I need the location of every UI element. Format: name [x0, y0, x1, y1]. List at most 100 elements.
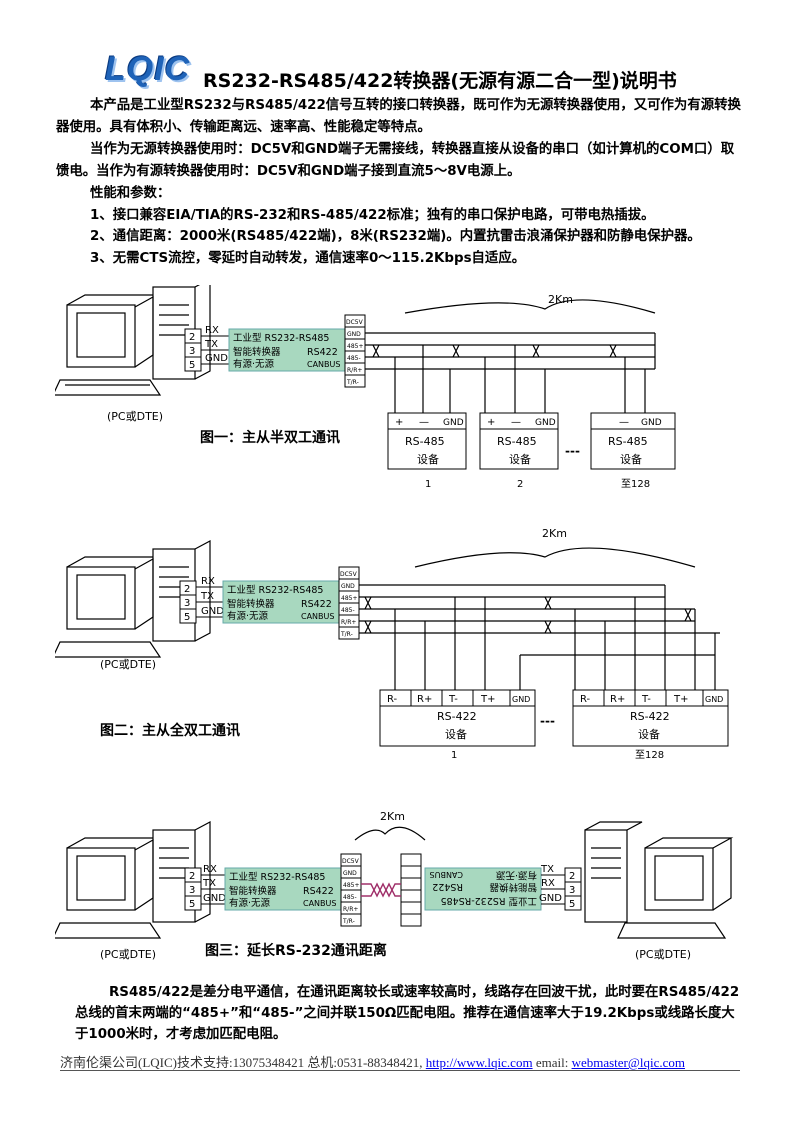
twisted-pair-cable: [361, 882, 401, 898]
converter-right-line-3: RS422: [432, 881, 463, 892]
left-terminal-gnd: GND: [343, 870, 357, 877]
footer-divider: [60, 1070, 740, 1071]
signal-tx: TX: [204, 339, 218, 350]
dev2-label: 设备: [638, 727, 660, 741]
pin-3: 3: [189, 346, 195, 357]
spec-item-2: 2、通信距离：2000米(RS485/422端)，8米(RS232端)。内置抗雷…: [90, 229, 701, 244]
converter-line-2: 智能转换器: [233, 346, 281, 358]
performance-heading: 性能和参数：: [90, 186, 171, 201]
terminal-tr: T/R-: [340, 631, 353, 638]
intro-paragraph-2: 当作为无源转换器使用时：DC5V和GND端子无需接线，转换器直接从设备的串口（如…: [56, 142, 735, 179]
distance-label: 2Km: [548, 293, 573, 306]
terminal-rr: R/R+: [347, 367, 362, 374]
left-terminal-dc5v: DC5V: [342, 858, 360, 865]
footer: 济南伦渠公司(LQIC)技术支持:13075348421 总机:0531-883…: [60, 1052, 685, 1071]
footer-website-link[interactable]: http://www.lqic.com: [425, 1055, 533, 1070]
terminal-gnd: GND: [341, 583, 355, 590]
converter-line-4: 有源·无源: [233, 358, 275, 370]
dev2-r-minus: R-: [580, 694, 591, 705]
device1-pin-minus: —: [419, 417, 429, 428]
terminal-tr: T/R-: [346, 379, 359, 386]
signal-gnd: GND: [205, 353, 228, 364]
device1-pin-gnd: GND: [443, 418, 464, 428]
dev1-r-plus: R+: [417, 694, 432, 705]
footer-email-link[interactable]: webmaster@lqic.com: [571, 1055, 685, 1070]
right-pin-2: 2: [569, 871, 575, 882]
pin-5: 5: [184, 612, 190, 623]
converter-box: [228, 328, 346, 372]
right-pin-5: 5: [569, 899, 575, 910]
converter-right-line-5: CANBUS: [430, 870, 463, 879]
device1-label: 设备: [417, 452, 439, 466]
terminal-485p: 485+: [347, 343, 363, 350]
pc-label: (PC或DTE): [107, 410, 163, 423]
pin-2: 2: [184, 584, 190, 595]
converter-line-5: CANBUS: [307, 360, 340, 369]
converter-line-3: RS422: [307, 347, 338, 358]
converter-line-4: 有源·无源: [227, 610, 269, 622]
diagram-full-duplex: (PC或DTE) 2 3 5 RX TX GND 工业型 RS232-RS485…: [55, 527, 729, 761]
terminal-485p: 485+: [341, 595, 357, 602]
dev2-gnd: GND: [705, 695, 723, 704]
dev2-name: RS-422: [630, 710, 670, 723]
dev1-name: RS-422: [437, 710, 477, 723]
converter-line-1: 工业型 RS232-RS485: [227, 585, 323, 596]
dev1-r-minus: R-: [387, 694, 398, 705]
footer-email-label: email:: [535, 1055, 569, 1070]
dev2-t-minus: T-: [641, 694, 651, 705]
termination-note: RS485/422是差分电平通信，在通讯距离较长或速率较高时，线路存在回波干扰，…: [75, 982, 745, 1045]
left-signal-rx: RX: [203, 864, 217, 875]
left-terminal-tr: T/R-: [342, 918, 355, 925]
terminal-dc5v: DC5V: [346, 319, 364, 326]
diagram2-caption: 图二：主从全双工通讯: [100, 722, 240, 739]
pc-left-icon: [55, 821, 211, 939]
spec-item-1: 1、接口兼容EIA/TIA的RS-232和RS-485/422标准；独有的串口保…: [90, 207, 655, 223]
device2-pin-minus: —: [511, 417, 521, 428]
device1-num: 1: [425, 479, 431, 490]
left-terminal-rr: R/R+: [343, 906, 358, 913]
right-pin-3: 3: [569, 885, 575, 896]
distance-label: 2Km: [380, 810, 405, 823]
left-terminal-485p: 485+: [343, 882, 359, 889]
converter-right-line-4: 有源·无源: [495, 869, 537, 881]
dev2-r-plus: R+: [610, 694, 625, 705]
dev1-label: 设备: [445, 727, 467, 741]
converter-right-line-2: 智能转换器: [489, 881, 537, 893]
ellipsis: ---: [565, 444, 580, 458]
converter-left-line-2: 智能转换器: [229, 885, 277, 897]
pin-3: 3: [184, 598, 190, 609]
converter-right-box: [424, 867, 542, 911]
ellipsis: ---: [540, 714, 555, 728]
dev1-t-minus: T-: [448, 694, 458, 705]
terminal-485n: 485-: [347, 355, 361, 362]
device3-name: RS-485: [608, 435, 648, 448]
signal-rx: RX: [201, 576, 215, 587]
diagram-half-duplex: (PC或DTE) 2 3 5 RX TX GND 工业型 RS232-RS485…: [55, 285, 676, 490]
left-signal-gnd: GND: [203, 893, 226, 904]
dev1-t-plus: T+: [480, 694, 496, 705]
pin-2: 2: [189, 332, 195, 343]
terminal-dc5v: DC5V: [340, 571, 358, 578]
converter-left-line-1: 工业型 RS232-RS485: [229, 872, 325, 883]
converter-line-1: 工业型 RS232-RS485: [233, 333, 329, 344]
left-pin-5: 5: [189, 899, 195, 910]
spec-item-3: 3、无需CTS流控，零延时自动转发，通信速率0～115.2Kbps自适应。: [90, 250, 526, 266]
page-title: RS232-RS485/422转换器(无源有源二合一型)说明书: [203, 70, 677, 92]
termination-paragraph: RS485/422是差分电平通信，在通讯距离较长或速率较高时，线路存在回波干扰，…: [75, 985, 740, 1042]
terminal-rr: R/R+: [341, 619, 356, 626]
terminal-485n: 485-: [341, 607, 355, 614]
dev2-num: 至128: [635, 749, 664, 761]
left-pin-3: 3: [189, 885, 195, 896]
terminal-gnd: GND: [347, 331, 361, 338]
company-logo: LQIC: [105, 50, 191, 88]
device1-pin-plus: +: [395, 417, 403, 428]
dev2-t-plus: T+: [673, 694, 689, 705]
pin-5: 5: [189, 360, 195, 371]
diagram1-caption: 图一：主从半双工通讯: [200, 429, 340, 446]
converter-left-line-3: RS422: [303, 886, 334, 897]
device1-name: RS-485: [405, 435, 445, 448]
intro-section: 本产品是工业型RS232与RS485/422信号互转的接口转换器，既可作为无源转…: [56, 95, 746, 269]
signal-tx: TX: [200, 591, 214, 602]
device2-pin-gnd: GND: [535, 418, 556, 428]
intro-paragraph-1: 本产品是工业型RS232与RS485/422信号互转的接口转换器，既可作为无源转…: [56, 98, 741, 135]
